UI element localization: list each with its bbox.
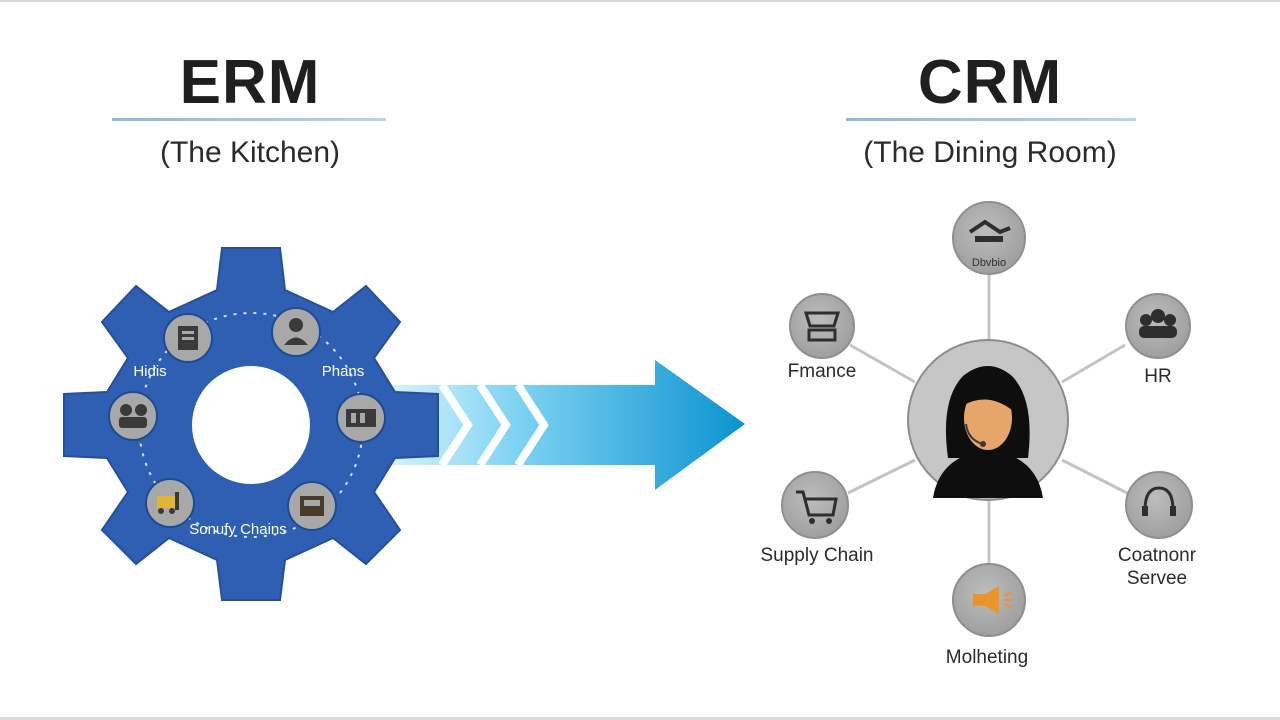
forklift-icon: [145, 478, 195, 528]
chevron-3: [514, 382, 549, 468]
gear-label-upper-right: Phans: [322, 363, 365, 380]
people-icon: [108, 391, 158, 441]
customer-service-label-line2: Servee: [1127, 568, 1187, 589]
crm-connectors: [847, 270, 1128, 568]
document-icon: [163, 313, 213, 363]
transition-arrow: [392, 360, 745, 490]
erm-gear: Hidis Phans Sonufy Chains: [63, 247, 439, 601]
customer-agent-avatar: [907, 339, 1069, 501]
chevron-1: [438, 382, 473, 468]
reception-node: Dbvbio: [952, 201, 1026, 275]
gear-hole: [192, 366, 310, 484]
gear-label-bottom: Sonufy Chains: [189, 521, 287, 538]
finance-node: [789, 293, 855, 359]
erm-subtitle: (The Kitchen): [159, 136, 341, 169]
crm-subtitle: (The Dining Room): [863, 136, 1117, 169]
hr-node: [1125, 293, 1191, 359]
finance-label: Fmance: [788, 361, 857, 382]
erm-title: ERM: [179, 48, 321, 117]
marketing-label: Molheting: [946, 647, 1028, 668]
crm-title: CRM: [917, 48, 1063, 117]
cash-register-icon: [287, 481, 337, 531]
customer-service-label-line1: Coatnonr: [1118, 545, 1197, 566]
gear-label-upper-left: Hidis: [133, 363, 166, 380]
hr-label: HR: [1144, 366, 1171, 387]
supply-chain-label: Supply Chain: [760, 545, 873, 566]
reception-caption: Dbvbio: [972, 257, 1006, 269]
marketing-node: [952, 563, 1026, 637]
supply-chain-node: [781, 471, 849, 539]
crm-underline: [846, 118, 1136, 121]
chevron-2: [476, 382, 511, 468]
top-border: [0, 0, 1280, 2]
erm-underline: [112, 118, 386, 121]
machine-icon: [336, 393, 386, 443]
bottom-border: [0, 717, 1280, 720]
person-icon: [271, 307, 321, 357]
customer-service-node: [1125, 471, 1193, 539]
